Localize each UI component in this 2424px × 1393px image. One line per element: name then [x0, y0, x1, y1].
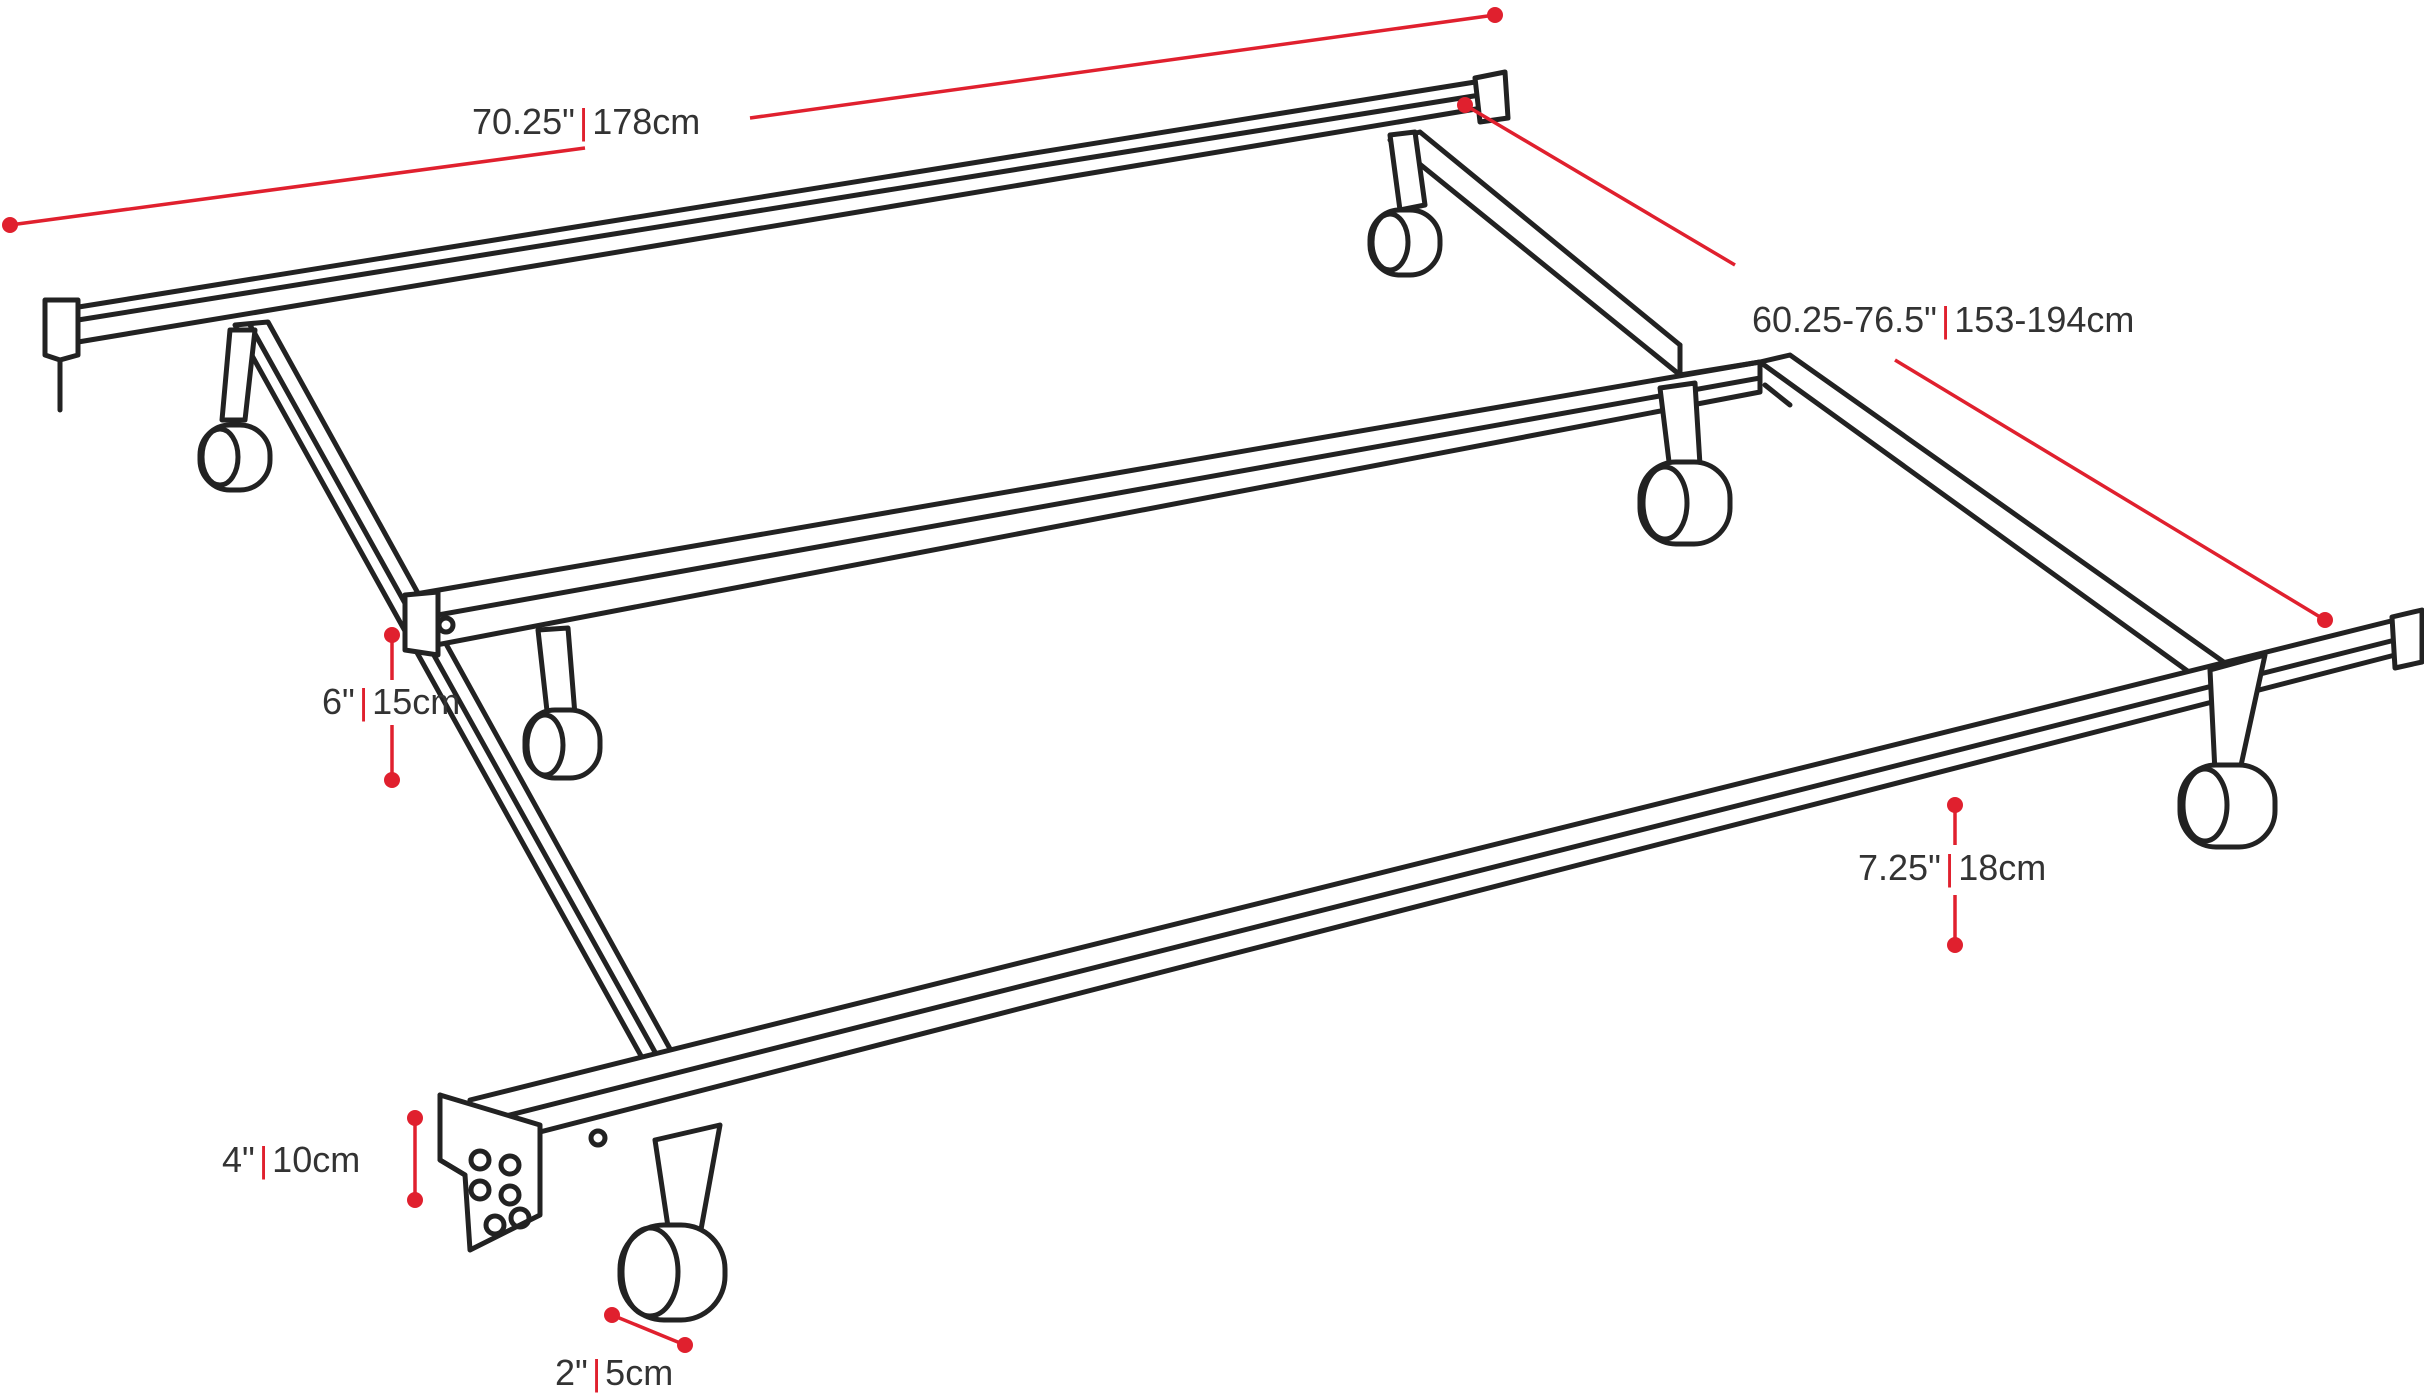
rail-height-metric: 18cm — [1958, 847, 2047, 888]
width-label: 60.25-76.5"|153-194cm — [1752, 302, 2134, 338]
far-side-rail — [42, 69, 1511, 413]
rail-height-imperial: 7.25" — [1858, 847, 1941, 888]
caster-back-left — [197, 327, 273, 493]
dimension-bracket-height — [407, 1110, 423, 1208]
caster-width-imperial: 2" — [555, 1352, 588, 1393]
dimension-caster-width — [604, 1307, 693, 1353]
caster-center-left — [522, 625, 603, 781]
right-cross-rail-lower — [1757, 352, 2238, 683]
leg-height-label: 6"|15cm — [322, 684, 460, 720]
separator: | — [591, 1352, 602, 1393]
bracket-height-metric: 10cm — [272, 1139, 361, 1180]
center-rail — [402, 342, 1763, 658]
caster-front-left — [617, 1122, 728, 1323]
caster-front-right — [2177, 652, 2278, 850]
leg-height-imperial: 6" — [322, 681, 355, 722]
separator: | — [578, 101, 589, 142]
bracket-height-label: 4"|10cm — [222, 1142, 360, 1178]
separator: | — [258, 1139, 269, 1180]
near-side-rail — [467, 607, 2424, 1153]
caster-width-label: 2"|5cm — [555, 1355, 673, 1391]
separator: | — [358, 681, 369, 722]
caster-back-right — [1367, 129, 1443, 278]
bracket-height-imperial: 4" — [222, 1139, 255, 1180]
length-metric: 178cm — [592, 101, 701, 142]
dimension-rail-height — [1947, 797, 1963, 953]
length-label: 70.25"|178cm — [472, 104, 700, 140]
dimension-leg-height — [384, 627, 400, 788]
left-cross-rail — [232, 319, 693, 1093]
dimension-length — [2, 7, 1503, 233]
separator: | — [1944, 847, 1955, 888]
caster-width-metric: 5cm — [605, 1352, 674, 1393]
width-imperial: 60.25-76.5" — [1752, 299, 1937, 340]
dimension-width — [1457, 97, 2333, 628]
length-imperial: 70.25" — [472, 101, 575, 142]
headboard-bracket — [437, 1092, 543, 1253]
leg-height-metric: 15cm — [372, 681, 461, 722]
separator: | — [1940, 299, 1951, 340]
width-metric: 153-194cm — [1954, 299, 2135, 340]
caster-center-right — [1637, 380, 1733, 547]
rail-height-label: 7.25"|18cm — [1858, 850, 2046, 886]
